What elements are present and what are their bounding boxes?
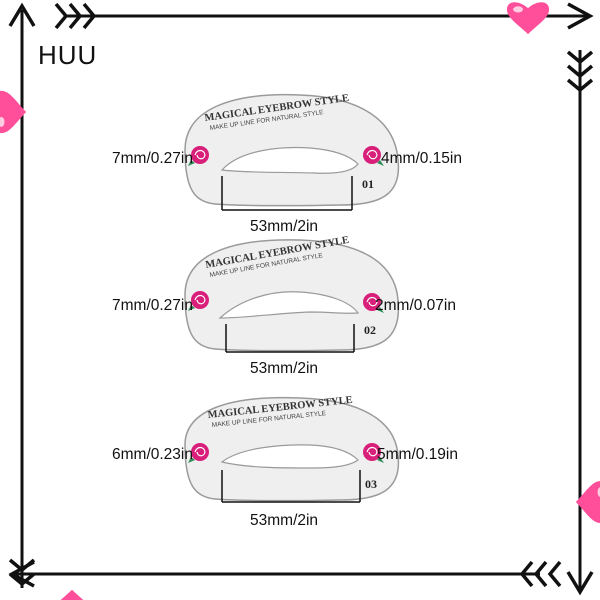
stencil-number: 03 — [365, 477, 377, 491]
left-arrow-head — [8, 2, 36, 27]
right-arrow-head — [566, 571, 594, 596]
top-arrow-fletching — [54, 2, 97, 30]
right-measurement: 2mm/0.07in — [375, 297, 456, 314]
rose-icon — [363, 443, 384, 463]
rose-icon — [363, 293, 384, 313]
rose-icon — [363, 146, 384, 166]
top-arrow-head — [567, 2, 594, 30]
bottom-arrow-fletching — [519, 560, 562, 588]
left-arrow-fletching — [8, 558, 36, 587]
right-arrow-fletching — [566, 50, 594, 93]
brand-logo-text: HUU — [38, 40, 98, 70]
right-measurement: 5mm/0.19in — [377, 446, 458, 463]
width-measurement: 53mm/2in — [250, 360, 319, 377]
left-measurement: 6mm/0.23in — [112, 446, 193, 463]
stencil-number: 02 — [364, 323, 376, 337]
width-measurement: 53mm/2in — [250, 512, 319, 529]
width-bracket — [221, 470, 361, 503]
rose-icon — [188, 291, 209, 311]
right-measurement: 4mm/0.15in — [381, 150, 462, 167]
width-bracket — [225, 324, 355, 353]
left-measurement: 7mm/0.27in — [112, 150, 193, 167]
width-measurement: 53mm/2in — [250, 218, 319, 235]
stencil-number: 01 — [362, 177, 374, 191]
rose-icon — [188, 146, 209, 166]
left-measurement: 7mm/0.27in — [112, 297, 193, 314]
rose-icon — [188, 443, 209, 463]
width-bracket — [221, 176, 353, 211]
